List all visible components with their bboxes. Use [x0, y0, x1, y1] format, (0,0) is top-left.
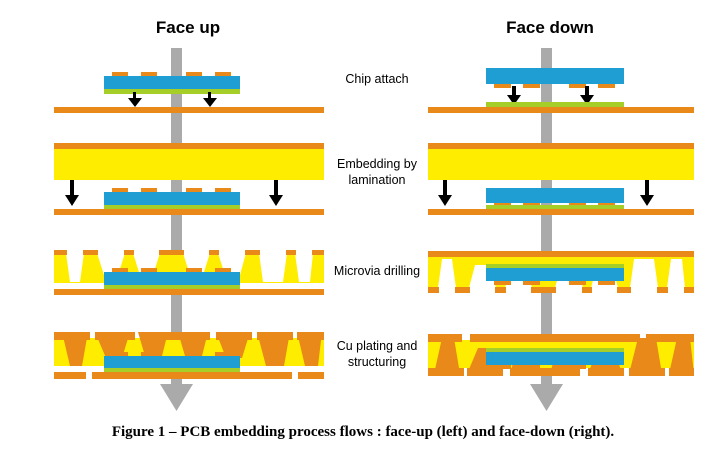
step-label-chip-attach: Chip attach — [345, 72, 409, 86]
placement-arrows — [507, 86, 594, 105]
die-pads-bottom — [494, 281, 615, 285]
core-substrate — [428, 209, 694, 215]
die-attach-adhesive — [486, 348, 624, 352]
silicon-die — [104, 192, 240, 205]
placement-arrows — [128, 92, 217, 107]
top-copper-tracks — [428, 334, 694, 342]
die-pads-top — [112, 268, 231, 272]
top-copper-foil — [428, 143, 694, 149]
flow-arrow-left — [160, 48, 193, 411]
bottom-copper-segments — [428, 287, 694, 293]
silicon-die — [486, 268, 624, 281]
step-label-embedding-line1: Embedding by — [337, 157, 417, 171]
die-attach-adhesive — [104, 285, 240, 289]
bottom-copper-tracks — [428, 368, 694, 376]
top-copper-foil — [54, 143, 324, 149]
column-title-face-up: Face up — [155, 18, 221, 37]
step-label-cu-plating-line2: structuring — [347, 355, 407, 369]
core-substrate — [54, 107, 324, 113]
right-stage-chip-attach — [428, 68, 694, 113]
silicon-die — [486, 68, 624, 84]
top-copper-tracks — [54, 332, 324, 340]
left-stage-microvia — [54, 250, 324, 295]
silicon-die — [104, 272, 240, 285]
die-attach-adhesive — [486, 102, 624, 107]
die-attach-adhesive — [104, 89, 240, 94]
lamination-arrows — [65, 180, 283, 206]
silicon-die — [104, 356, 240, 368]
die-attach-adhesive — [104, 368, 240, 372]
die-pads-bottom — [494, 365, 615, 369]
silicon-die — [486, 352, 624, 365]
step-label-microvia-drilling: Microvia drilling — [333, 264, 421, 278]
core-substrate — [54, 289, 324, 295]
bottom-copper-tracks — [54, 372, 324, 379]
top-copper-segments — [54, 250, 324, 255]
silicon-die — [486, 188, 624, 203]
step-label-embedding-line2: lamination — [348, 173, 406, 187]
right-stage-microvia — [428, 251, 694, 293]
process-flow-diagram — [54, 48, 694, 411]
die-attach-adhesive — [486, 264, 624, 268]
prepreg-sheet — [54, 149, 324, 180]
left-stage-cu-plating — [54, 332, 324, 379]
die-attach-adhesive — [104, 205, 240, 209]
figure-caption: Figure 1 – PCB embedding process flows :… — [111, 424, 615, 440]
die-pads-top — [112, 72, 231, 76]
die-pads-bottom — [494, 84, 615, 88]
die-pads-top — [112, 352, 231, 356]
left-stage-chip-attach — [54, 72, 324, 113]
core-substrate — [54, 209, 324, 215]
left-stage-embedding — [54, 143, 324, 215]
column-title-face-down: Face down — [506, 18, 594, 37]
lamination-arrows — [438, 180, 654, 206]
die-attach-adhesive — [486, 205, 624, 209]
core-substrate — [428, 107, 694, 113]
right-stage-cu-plating — [428, 334, 694, 376]
silicon-die — [104, 76, 240, 89]
prepreg-sheet — [428, 149, 694, 180]
right-stage-embedding — [428, 143, 694, 215]
flow-arrow-right — [530, 48, 563, 411]
top-copper-foil — [428, 251, 694, 257]
die-pads-top — [112, 188, 231, 192]
step-label-cu-plating-line1: Cu plating and — [336, 339, 418, 353]
